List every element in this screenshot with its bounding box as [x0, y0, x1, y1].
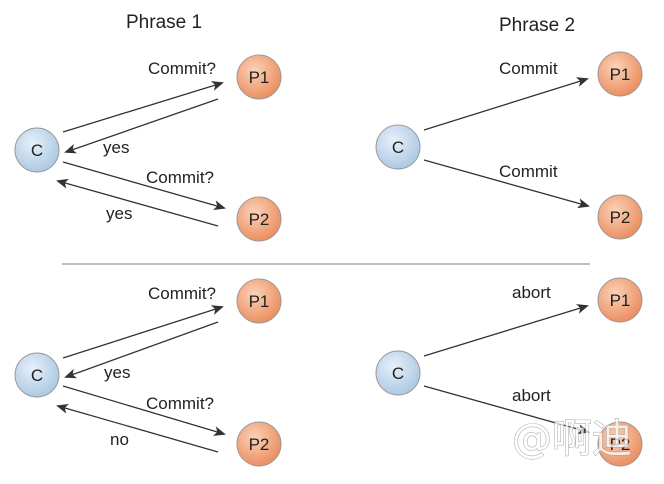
label-abort-p1: abort: [512, 283, 551, 302]
arrow-c-to-p1: [423, 77, 589, 131]
coordinator-label: C: [392, 364, 404, 383]
participant-p2-node: [597, 194, 643, 240]
label-commit-p2: Commit: [499, 162, 558, 181]
label-commit-query-p2: Commit?: [146, 168, 214, 187]
participant-p2-node: [236, 421, 282, 467]
phase1-title: Phrase 1: [126, 12, 202, 33]
arrow-p2-to-c: [56, 403, 219, 453]
label-no-p2: no: [110, 430, 129, 449]
coordinator-label: C: [31, 141, 43, 160]
participant-p1-node: [597, 277, 643, 323]
label-abort-p2: abort: [512, 386, 551, 405]
label-commit-query-p2: Commit?: [146, 394, 214, 413]
participant-p1-label: P1: [249, 292, 270, 311]
arrow-c-to-p1: [62, 81, 224, 133]
label-commit-query-p1: Commit?: [148, 59, 216, 78]
participant-p2-label: P2: [249, 435, 270, 454]
label-yes-p1: yes: [104, 363, 130, 382]
coordinator-node: [14, 352, 60, 398]
arrow-p1-to-c: [64, 98, 219, 154]
arrow-c-to-p2: [423, 159, 590, 209]
scenario-bottom-left: Commit? yes Commit? no C P1 P2: [14, 278, 282, 467]
phase2-title: Phrase 2: [499, 15, 575, 36]
label-yes-p1: yes: [103, 138, 129, 157]
participant-p2-node: [236, 196, 282, 242]
participant-p1-node: [236, 54, 282, 100]
arrow-p2-to-c: [56, 178, 219, 227]
label-commit-query-p1: Commit?: [148, 284, 216, 303]
participant-p1-label: P1: [610, 65, 631, 84]
participant-p2-label: P2: [610, 435, 631, 454]
participant-p2-node: [597, 421, 643, 467]
watermark: @啊迪: [512, 416, 632, 462]
label-yes-p2: yes: [106, 204, 132, 223]
arrow-c-to-p1: [423, 304, 589, 357]
arrow-c-to-p2: [62, 161, 226, 211]
arrow-c-to-p2: [62, 385, 226, 436]
coordinator-node: [375, 124, 421, 170]
participant-p1-label: P1: [249, 68, 270, 87]
participant-p2-label: P2: [610, 208, 631, 227]
participant-p1-node: [597, 51, 643, 97]
participant-p1-label: P1: [610, 291, 631, 310]
participant-p2-label: P2: [249, 210, 270, 229]
arrow-p1-to-c: [64, 321, 219, 379]
coordinator-node: [375, 350, 421, 396]
scenario-bottom-right: abort abort C P1 P2: [375, 277, 643, 467]
coordinator-label: C: [31, 366, 43, 385]
participant-p1-node: [236, 278, 282, 324]
scenario-top-right: Commit Commit C P1 P2: [375, 51, 643, 240]
arrow-c-to-p2: [423, 385, 590, 435]
coordinator-node: [14, 127, 60, 173]
coordinator-label: C: [392, 138, 404, 157]
label-commit-p1: Commit: [499, 59, 558, 78]
arrow-c-to-p1: [62, 305, 224, 359]
scenario-top-left: Commit? yes Commit? yes C P1 P2: [14, 54, 282, 242]
